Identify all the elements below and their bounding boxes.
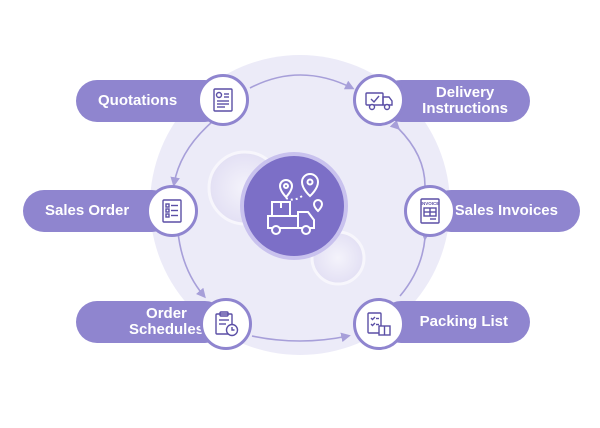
- delivery-truck-icon: [353, 74, 405, 126]
- schedule-clipboard-icon: [200, 298, 252, 350]
- arrow-quotations-to-salesorder: [170, 121, 213, 187]
- order-form-icon: [146, 185, 198, 237]
- arrow-quotations-to-delivery: [249, 74, 355, 90]
- arrow-invoices-to-packing: [399, 230, 431, 297]
- step-order-schedules-label: Order Schedules: [128, 305, 204, 338]
- arrow-delivery-to-invoices: [389, 119, 426, 187]
- arrow-schedules-to-packing: [251, 332, 351, 343]
- step-sales-invoices-label: Sales Invoices: [454, 202, 558, 219]
- packing-checklist-icon: [353, 298, 405, 350]
- step-delivery-instructions: Delivery Instructions: [380, 80, 530, 122]
- step-delivery-instructions-label: Delivery Instructions: [422, 84, 508, 117]
- quotation-document-icon: [197, 74, 249, 126]
- arrow-salesorder-to-schedules: [177, 231, 206, 299]
- central-delivery-hub: [240, 152, 348, 260]
- delivery-truck-map-icon: [267, 173, 324, 235]
- step-quotations-label: Quotations: [98, 92, 178, 109]
- step-packing-list-label: Packing List: [419, 313, 508, 330]
- invoice-icon-text: INVOICE: [421, 201, 440, 206]
- invoice-icon: INVOICE: [404, 185, 456, 237]
- step-sales-order-label: Sales Order: [45, 202, 130, 219]
- step-packing-list: Packing List: [380, 301, 530, 343]
